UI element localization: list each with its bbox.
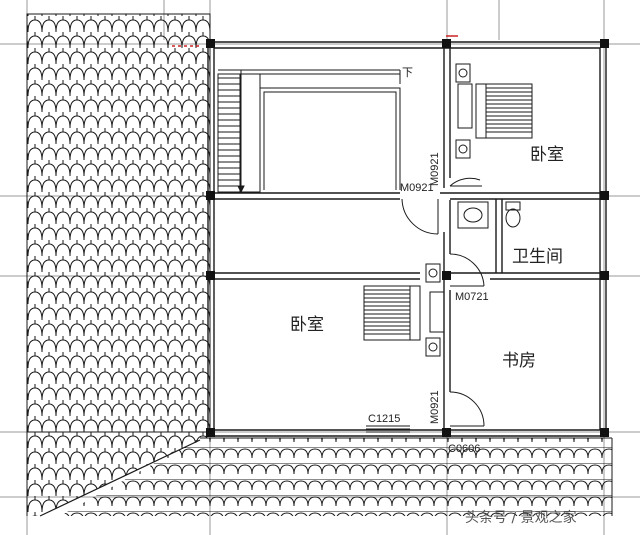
room-label-bathroom: 卫生间 [512,247,563,267]
stair-down-label: 下 [402,66,413,79]
bathroom-fixtures [457,201,521,229]
interior-area [214,48,600,430]
room-label-study: 书房 [502,351,536,371]
windows [366,425,410,433]
door-tag-m0921-horizontal: M0921 [400,182,434,194]
door-tag-m0921-vertical-top: M0921 [429,152,441,186]
bed-main [363,263,445,357]
staircase [217,69,401,194]
room-label-bedroom-top-right: 卧室 [530,145,564,165]
door-tag-m0721: M0721 [455,291,489,303]
bed-top-right [455,63,533,159]
doors [401,177,485,427]
roof-tiles-bottom [60,437,613,516]
window-tag-c0606: C0606 [448,443,480,455]
watermark: 头条号 / 景观之家 [465,509,577,526]
columns [206,39,609,437]
door-tag-m0921-vertical-bottom: M0921 [429,390,441,424]
room-label-bedroom-main: 卧室 [290,315,324,335]
red-marks [172,35,458,47]
walls [207,41,607,437]
roof-tiles-left [26,13,211,517]
window-tag-c1215: C1215 [368,413,400,425]
